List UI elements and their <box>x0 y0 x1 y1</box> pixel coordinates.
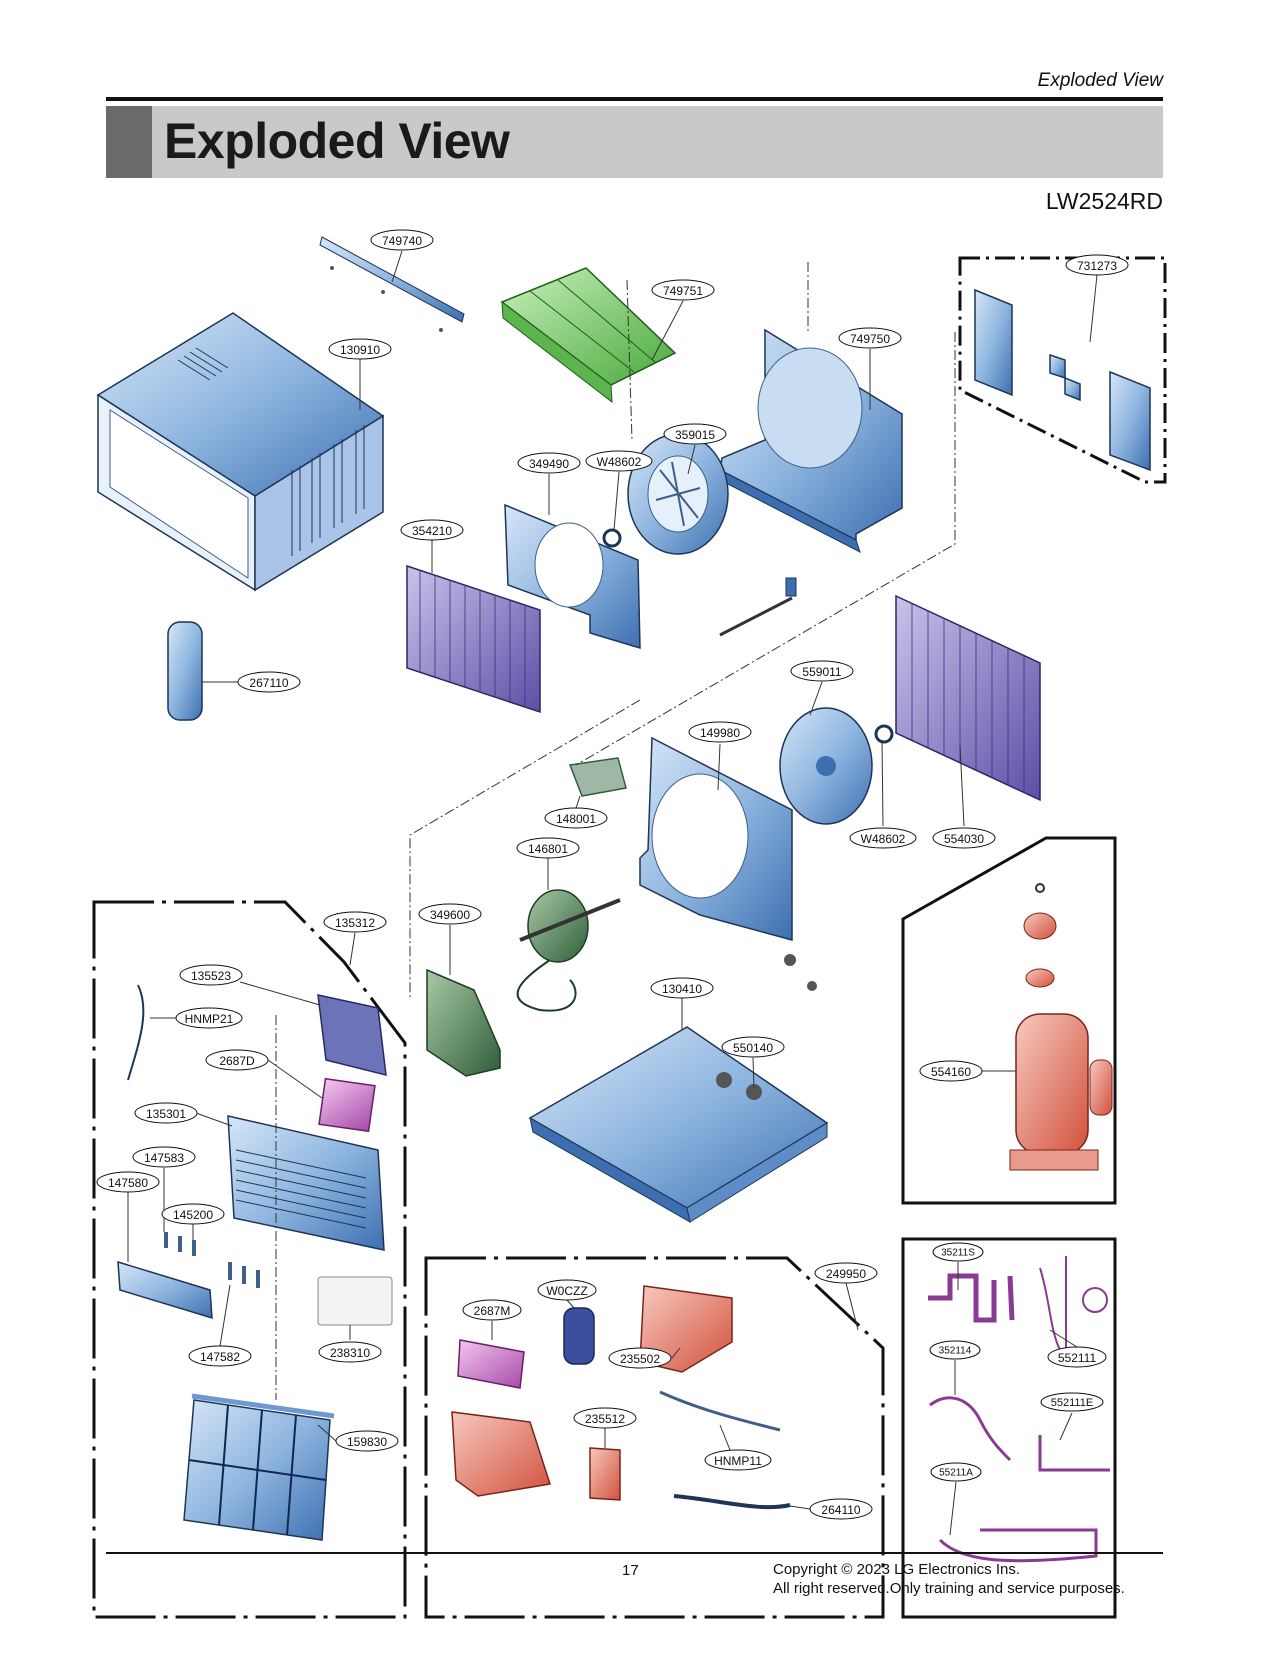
terminal-board-part <box>589 1447 621 1501</box>
callout-55211a: 55211A <box>939 1468 973 1479</box>
group-box-731273 <box>958 256 1167 484</box>
pipe-55211a-part <box>938 1528 1098 1563</box>
vibration-isolator-part <box>716 954 817 1100</box>
capacitor-part <box>563 1307 595 1365</box>
base-pan-part <box>528 1026 829 1223</box>
callout-235502: 235502 <box>620 1352 660 1366</box>
pcb-2687m-part <box>457 1339 525 1389</box>
callout-354210: 354210 <box>412 524 452 538</box>
callout-146801: 146801 <box>528 842 568 856</box>
clamp-w48602-b <box>874 724 894 744</box>
callout-159830: 159830 <box>347 1435 387 1449</box>
callout-147582: 147582 <box>200 1350 240 1364</box>
harness-hnmp21-part <box>127 984 145 1081</box>
title-tab <box>106 106 152 178</box>
callout-552111: 552111 <box>1058 1351 1097 1365</box>
air-filter-part <box>183 1393 335 1541</box>
cabinet-part <box>96 312 385 592</box>
callout-349490: 349490 <box>529 457 569 471</box>
louver-147580-part <box>117 1260 213 1320</box>
callout-554030: 554030 <box>944 832 984 846</box>
thermistor-part <box>719 596 793 637</box>
pipe-352114-part <box>929 1396 1012 1462</box>
fan-shroud-part <box>639 736 793 941</box>
callout-147580: 147580 <box>108 1176 148 1190</box>
air-guide-part <box>500 267 677 404</box>
callout-hnmp11: HNMP11 <box>714 1454 762 1468</box>
orifice-part <box>504 503 641 650</box>
callout-145200: 145200 <box>173 1208 213 1222</box>
callout-552111e: 552111E <box>1051 1397 1093 1409</box>
running-head: Exploded View <box>1037 70 1163 91</box>
callout-w48602-a: W48602 <box>597 455 642 469</box>
callout-559011: 559011 <box>802 665 841 679</box>
callout-147583: 147583 <box>144 1151 184 1165</box>
callout-731273: 731273 <box>1077 259 1117 273</box>
pcb-2687d-part <box>318 1077 376 1133</box>
callout-hnmp21: HNMP21 <box>185 1012 234 1026</box>
rail-part <box>319 236 465 323</box>
condenser-part <box>895 594 1041 802</box>
callout-749750: 749750 <box>850 332 890 346</box>
bracket-set-part <box>974 288 1151 472</box>
evaporator-part <box>406 564 541 714</box>
copyright-line-1: Copyright © 2023 LG Electronics Ins. <box>773 1561 1021 1578</box>
motor-mount-part <box>426 968 501 1077</box>
callout-135301: 135301 <box>146 1107 186 1121</box>
pipe-552111e-part <box>1038 1435 1110 1472</box>
callout-148001: 148001 <box>556 812 596 826</box>
callout-130910: 130910 <box>340 343 380 357</box>
callout-349600: 349600 <box>430 908 470 922</box>
control-box-249950-part <box>451 1411 551 1497</box>
callout-550140: 550140 <box>733 1041 773 1055</box>
motor-bracket-part <box>568 757 627 797</box>
clamp-w48602-a <box>602 528 622 548</box>
callout-749751: 749751 <box>663 284 703 298</box>
callout-2687m: 2687M <box>474 1304 511 1318</box>
callout-352114: 352114 <box>939 1346 972 1357</box>
callout-749740: 749740 <box>382 234 422 248</box>
callout-235512: 235512 <box>585 1412 625 1426</box>
callout-359015: 359015 <box>675 428 715 442</box>
callout-130410: 130410 <box>662 982 702 996</box>
page-title: Exploded View <box>164 113 510 169</box>
harness-hnmp11-part <box>659 1390 781 1432</box>
page-number: 17 <box>622 1562 639 1579</box>
blower-fan-part <box>627 433 729 555</box>
louver-link-part <box>164 1232 260 1288</box>
group-box-refrigerant <box>901 1237 1117 1619</box>
fan-motor-part <box>516 889 621 1012</box>
model-number: LW2524RD <box>1045 188 1163 214</box>
header-rule <box>106 97 1163 101</box>
group-box-135312 <box>92 900 407 1619</box>
compressor-part <box>1009 883 1113 1171</box>
callout-35211s: 35211S <box>941 1248 975 1259</box>
callout-2687d: 2687D <box>219 1054 255 1068</box>
callout-267110: 267110 <box>249 676 288 690</box>
pipe-552111-part <box>1039 1256 1108 1351</box>
remote-control-part <box>167 621 203 721</box>
callout-249950: 249950 <box>826 1267 866 1281</box>
callout-149980: 149980 <box>700 726 740 740</box>
display-pcb-part <box>317 1276 393 1326</box>
control-box-part <box>317 994 387 1076</box>
callout-554160: 554160 <box>931 1065 971 1079</box>
callout-238310: 238310 <box>330 1346 370 1360</box>
callout-264110: 264110 <box>821 1503 860 1517</box>
group-box-554160 <box>901 836 1117 1205</box>
front-grille-part <box>227 1115 385 1251</box>
propeller-fan-part <box>779 707 873 825</box>
callout-135312: 135312 <box>335 916 375 930</box>
title-band: Exploded View <box>106 106 1163 178</box>
base-pan-shroud-part <box>719 328 903 554</box>
callout-w0czz: W0CZZ <box>546 1284 587 1298</box>
callout-w48602-b: W48602 <box>861 832 906 846</box>
copyright: Copyright © 2023 LG Electronics Ins. All… <box>773 1560 1125 1598</box>
footer-rule <box>106 1552 1163 1554</box>
copyright-line-2: All right reserved.Only training and ser… <box>773 1580 1125 1597</box>
callout-135523: 135523 <box>191 969 231 983</box>
pipe-35211s-part <box>928 1273 1015 1323</box>
power-cord-part <box>673 1494 791 1510</box>
